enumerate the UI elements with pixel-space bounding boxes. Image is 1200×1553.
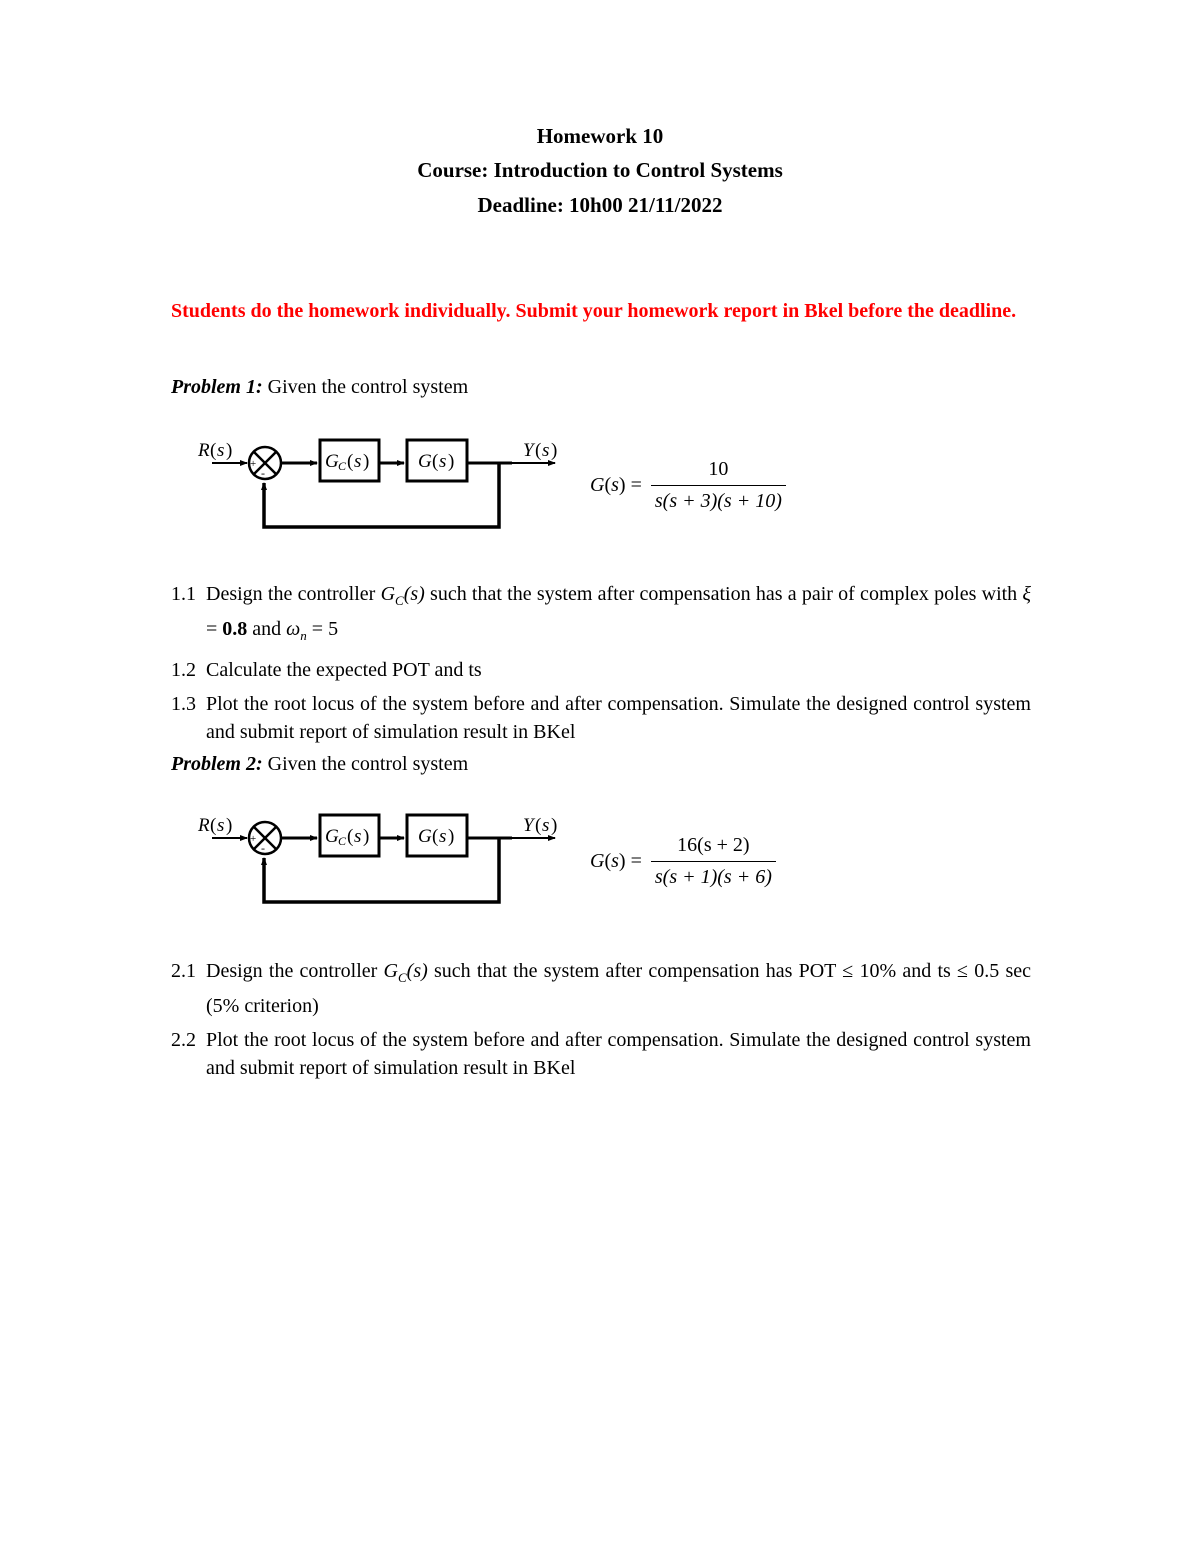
tf1-denominator: s(s + 3)(s + 10) [654, 490, 782, 512]
controller-symbol: GC(s) [380, 583, 425, 608]
svg-text:G: G [325, 451, 339, 472]
problem-1-label: Problem 1: [171, 376, 263, 398]
problem-1-heading: Problem 1: Given the control system [171, 376, 468, 399]
svg-text:s: s [542, 815, 549, 836]
input-label-r: R [197, 440, 210, 461]
svg-text:(: ( [432, 451, 438, 472]
problem-2-items: 2.1 Design the controller GC(s) such tha… [171, 957, 1031, 1088]
svg-text:-: - [261, 466, 265, 480]
item-1-3: 1.3 Plot the root locus of the system be… [171, 693, 1031, 743]
svg-text:G: G [418, 826, 432, 847]
input-label-r: R [197, 815, 210, 836]
output-label-y: Y [523, 440, 536, 461]
problem-2-block-diagram: R ( s ) + - G C ( s ) G ( s ) Y ( s ) [197, 813, 557, 904]
svg-text:(: ( [347, 451, 353, 472]
svg-text:(: ( [535, 815, 541, 836]
svg-text:s: s [217, 815, 224, 836]
homework-title: Homework 10 [536, 124, 664, 148]
svg-text:s: s [217, 440, 224, 461]
submission-notice: Students do the homework individually. S… [171, 300, 1017, 322]
tf1-numerator: 10 [650, 458, 786, 486]
svg-text:(: ( [432, 826, 438, 847]
svg-text:+: + [250, 833, 256, 845]
problem-2-heading: Problem 2: Given the control system [171, 753, 468, 776]
svg-text:s: s [439, 826, 446, 847]
svg-text:): ) [448, 451, 454, 472]
controller-symbol: GC(s) [383, 960, 428, 985]
svg-text:(: ( [210, 815, 216, 836]
deadline: Deadline: 10h00 21/11/2022 [477, 193, 723, 217]
feedback-path [261, 838, 501, 904]
svg-text:s: s [439, 451, 446, 472]
plant-block [405, 438, 469, 483]
svg-text:): ) [363, 826, 369, 847]
problem-1-intro: Given the control system [262, 376, 469, 398]
svg-text:G: G [325, 826, 339, 847]
problem-1-transfer-function: G(s) = 10 s(s + 3)(s + 10) [590, 458, 786, 513]
svg-text:s: s [542, 440, 549, 461]
svg-text:(: ( [535, 440, 541, 461]
plant-block [405, 813, 469, 858]
svg-text:(: ( [210, 440, 216, 461]
item-1-1: 1.1 Design the controller GC(s) such tha… [171, 583, 1031, 643]
svg-text:): ) [448, 826, 454, 847]
svg-text:s: s [354, 451, 361, 472]
problem-2-intro: Given the control system [262, 753, 469, 775]
svg-text:C: C [338, 834, 347, 848]
item-2-2: 2.2 Plot the root locus of the system be… [171, 1029, 1031, 1079]
svg-text:): ) [551, 440, 557, 461]
item-1-2: 1.2 Calculate the expected POT and ts [171, 659, 482, 681]
feedback-path [261, 463, 501, 529]
controller-block [318, 813, 381, 858]
course-name: Course: Introduction to Control Systems [417, 158, 783, 182]
problem-2-transfer-function: G(s) = 16(s + 2) s(s + 1)(s + 6) [590, 834, 776, 889]
item-2-1: 2.1 Design the controller GC(s) such tha… [171, 960, 1031, 1017]
svg-text:C: C [338, 459, 347, 473]
svg-text:): ) [226, 815, 232, 836]
summing-junction: + - [247, 445, 283, 481]
svg-text:s: s [354, 826, 361, 847]
output-label-y: Y [523, 815, 536, 836]
problem-1-block-diagram: R ( s ) + - G C ( s ) G ( s ) Y ( s ) [197, 438, 557, 529]
svg-text:): ) [551, 815, 557, 836]
problem-1-items: 1.1 Design the controller GC(s) such tha… [171, 580, 1031, 752]
wn-spec: ωn [286, 618, 307, 643]
svg-text:): ) [363, 451, 369, 472]
problem-2-label: Problem 2: [171, 753, 263, 775]
summing-junction: + - [247, 820, 283, 856]
svg-text:(: ( [347, 826, 353, 847]
svg-text:+: + [250, 458, 256, 470]
controller-block [318, 438, 381, 483]
tf2-numerator: 16(s + 2) [650, 834, 776, 862]
svg-text:G: G [418, 451, 432, 472]
zeta-spec: ξ [1022, 583, 1031, 605]
svg-text:-: - [261, 841, 265, 855]
svg-text:): ) [226, 440, 232, 461]
tf2-denominator: s(s + 1)(s + 6) [654, 866, 772, 888]
